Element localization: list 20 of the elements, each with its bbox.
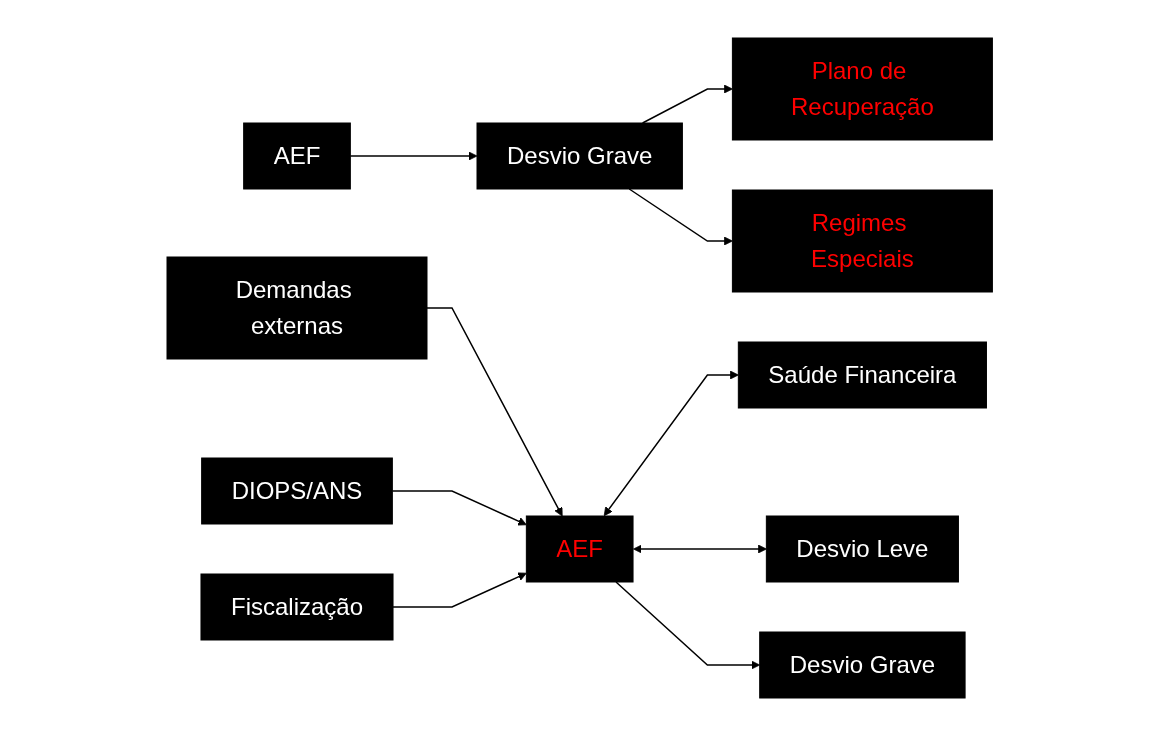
arrow	[615, 580, 760, 669]
node-box: Saúde Financeira	[737, 341, 987, 408]
node-box: Demandas externas	[166, 256, 428, 359]
arrow	[349, 151, 478, 160]
arrow	[392, 572, 527, 608]
node-box: Regimes Especiais	[731, 189, 993, 292]
node-box: DIOPS/ANS	[200, 457, 393, 524]
arrow	[641, 84, 733, 124]
arrow	[603, 370, 739, 516]
arrow	[628, 187, 733, 245]
node-box: Fiscalização	[200, 573, 394, 640]
node-box: Desvio Grave	[759, 631, 966, 698]
arrow	[391, 489, 527, 525]
node-box: AEF	[525, 515, 634, 582]
node-box: Desvio Leve	[765, 515, 959, 582]
node-box: Desvio Grave	[476, 122, 683, 189]
node-box: Plano de Recuperação	[731, 37, 993, 140]
arrow	[426, 306, 563, 516]
arrow	[632, 544, 767, 553]
node-box: AEF	[242, 122, 351, 189]
